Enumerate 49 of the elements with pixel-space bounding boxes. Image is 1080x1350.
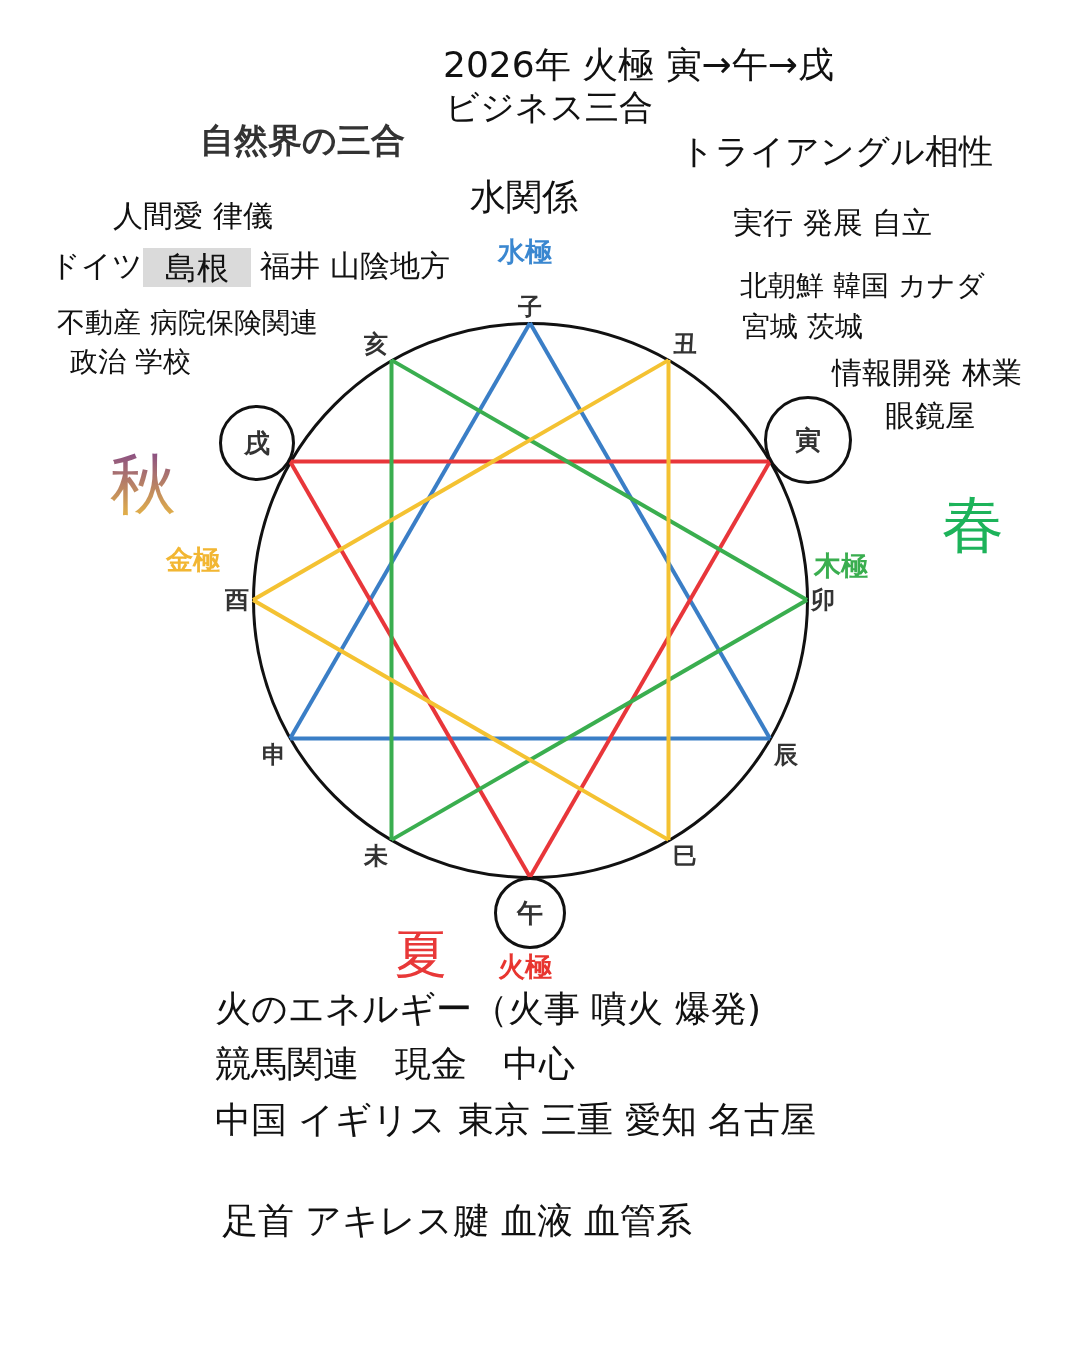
annotation-text: ドイツ [50, 249, 143, 284]
annotation-text: 人間愛 律儀 [113, 199, 273, 234]
annotation-text: 北朝鮮 韓国 カナダ [740, 270, 985, 303]
annotation-text: 不動産 病院保険関連 [57, 307, 318, 340]
heading-text: ビジネス三合 [445, 88, 653, 128]
annotation-text: 競馬関連 現金 中心 [215, 1043, 575, 1085]
branch-label: 丑 [668, 328, 701, 361]
season-label: 春 [942, 494, 1004, 556]
circled-branch-label: 午 [494, 877, 566, 949]
annotation-text: 水関係 [470, 176, 578, 218]
branch-label: 辰 [769, 738, 802, 771]
branch-label: 亥 [359, 328, 392, 361]
title-text: 2026年 火極 寅→午→戌 [443, 44, 834, 86]
heading-text: 自然界の三合 [200, 121, 405, 161]
branch-label: 未 [359, 839, 392, 872]
triangle-line [252, 358, 670, 602]
annotation-text: 足首 アキレス腱 血液 血管系 [222, 1200, 693, 1242]
element-label: 火極 [498, 951, 552, 983]
triangle-line [666, 360, 671, 840]
triangle-line [290, 736, 770, 741]
annotation-text: 中国 イギリス 東京 三重 愛知 名古屋 [215, 1099, 817, 1141]
triangle-line [390, 358, 808, 602]
element-label: 木極 [814, 550, 868, 582]
element-label: 金極 [166, 544, 220, 576]
season-label: 秋 [110, 452, 176, 518]
branch-label: 申 [258, 738, 291, 771]
branch-label: 卯 [807, 584, 839, 616]
triangle-line [389, 360, 394, 840]
circled-branch-label: 寅 [764, 395, 852, 484]
heading-text: トライアングル相性 [680, 132, 993, 172]
circled-branch-label: 戌 [219, 404, 296, 481]
annotation-text: 実行 発展 自立 [733, 206, 933, 241]
element-label: 水極 [498, 236, 552, 268]
triangle-line [528, 322, 772, 740]
branch-label: 巳 [668, 839, 701, 872]
triangle-line [252, 598, 670, 842]
branch-label: 酉 [221, 584, 253, 616]
triangle-line [290, 459, 770, 464]
annotation-text: 福井 山陰地方 [260, 249, 450, 284]
highlighted-text: 島根 [143, 248, 251, 287]
annotation-text: 火のエネルギー（火事 噴火 爆発) [215, 988, 761, 1030]
season-label: 夏 [395, 928, 447, 980]
annotation-text: 眼鏡屋 [885, 399, 975, 434]
annotation-text: 情報開発 林業 [832, 356, 1022, 391]
annotation-text: 宮城 茨城 [742, 311, 863, 344]
triangle-line [390, 598, 808, 842]
annotation-text: 政治 学校 [70, 346, 191, 379]
triangle-line [288, 322, 532, 740]
branch-label: 子 [514, 291, 546, 323]
